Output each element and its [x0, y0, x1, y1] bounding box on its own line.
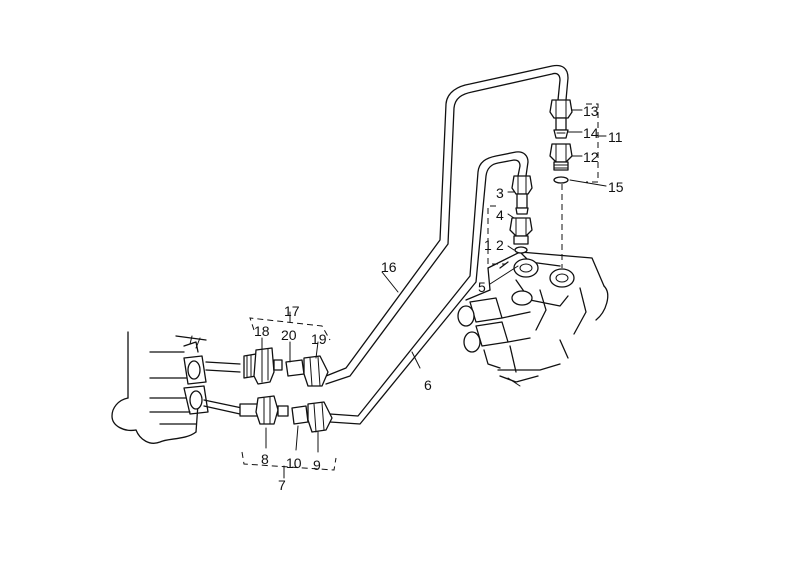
pipe-6	[329, 151, 529, 425]
callout-2: 2	[496, 237, 504, 253]
group-brackets	[241, 103, 607, 479]
callout-6: 6	[424, 377, 432, 393]
callout-12: 12	[583, 149, 599, 165]
callout-1: 1	[484, 237, 492, 253]
control-valve-block	[457, 251, 609, 387]
callout-3: 3	[496, 185, 504, 201]
lower-left-fittings	[239, 347, 333, 433]
upper-right-fittings	[549, 99, 573, 268]
callout-11: 11	[608, 129, 623, 145]
callout-17: 17	[284, 303, 300, 319]
callout-16: 16	[381, 259, 397, 275]
callout-10: 10	[286, 455, 302, 471]
callout-18: 18	[254, 323, 270, 339]
callout-15: 15	[608, 179, 624, 195]
callout-7: 7	[278, 477, 286, 493]
callout-9: 9	[313, 457, 321, 473]
leader-lines	[261, 109, 607, 453]
middle-fittings	[509, 175, 533, 254]
callout-8: 8	[261, 451, 269, 467]
callout-19: 19	[311, 331, 327, 347]
callout-5: 5	[478, 279, 486, 295]
pipe-16	[325, 64, 569, 385]
callout-13: 13	[583, 103, 599, 119]
left-pump-housing	[111, 331, 243, 444]
callout-4: 4	[496, 207, 504, 223]
callout-labels: 13 14 11 12 15 3 4 1 2 5 16 6 17 18 20 1…	[254, 103, 624, 493]
callout-20: 20	[281, 327, 297, 343]
callout-14: 14	[583, 125, 599, 141]
